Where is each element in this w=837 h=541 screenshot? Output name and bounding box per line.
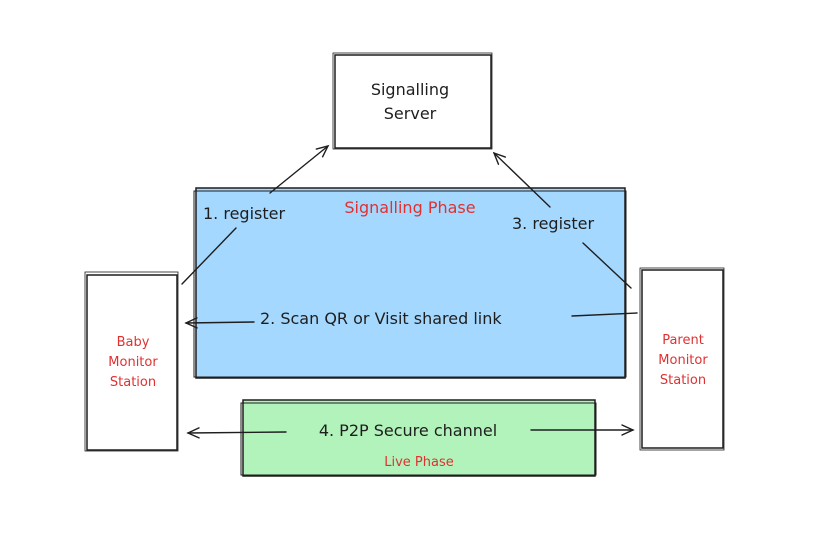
baby-monitor-label-line1: Baby (117, 335, 150, 350)
signalling-phase-box (195, 187, 626, 379)
signalling-phase-label: Signalling Phase (344, 198, 475, 217)
scan-line-right (571, 312, 638, 317)
register-parent-line (582, 242, 632, 289)
baby-monitor-box (86, 274, 178, 451)
signalling-server-label-line2: Server (384, 104, 437, 123)
p2p-arrow-left (186, 427, 287, 439)
parent-monitor-node: Parent Monitor Station (639, 267, 725, 451)
live-phase-box (242, 399, 596, 477)
signalling-server-node: Signalling Server (332, 52, 493, 150)
register-parent-label: 3. register (512, 214, 594, 233)
register-baby-line (181, 227, 237, 285)
live-phase-region: Live Phase (240, 399, 597, 477)
baby-monitor-node: Baby Monitor Station (84, 271, 179, 452)
baby-monitor-box-sketch (84, 271, 179, 452)
signalling-phase-region: Signalling Phase (193, 187, 627, 379)
parent-monitor-label-line3: Station (660, 373, 706, 388)
live-phase-label: Live Phase (384, 455, 454, 470)
register-parent-connector: 3. register (492, 151, 632, 289)
register-parent-arrow (492, 151, 551, 208)
signalling-server-label-line1: Signalling (371, 80, 449, 99)
signalling-server-box-sketch (332, 52, 493, 150)
parent-monitor-box-sketch (639, 267, 725, 451)
register-baby-label: 1. register (203, 204, 285, 223)
baby-monitor-label-line3: Station (110, 375, 156, 390)
scan-label: 2. Scan QR or Visit shared link (260, 309, 502, 328)
parent-monitor-label-line1: Parent (662, 333, 704, 348)
baby-monitor-label-line2: Monitor (108, 355, 158, 370)
parent-monitor-label-line2: Monitor (658, 353, 708, 368)
scan-connector: 2. Scan QR or Visit shared link (184, 309, 638, 329)
p2p-connector: 4. P2P Secure channel (186, 421, 635, 440)
live-phase-box-sketch (240, 402, 597, 476)
scan-arrow (184, 317, 255, 329)
register-baby-arrow (269, 144, 330, 194)
register-baby-connector: 1. register (181, 144, 330, 285)
signalling-server-box (334, 54, 492, 149)
parent-monitor-box (641, 269, 724, 449)
p2p-label: 4. P2P Secure channel (319, 421, 497, 440)
